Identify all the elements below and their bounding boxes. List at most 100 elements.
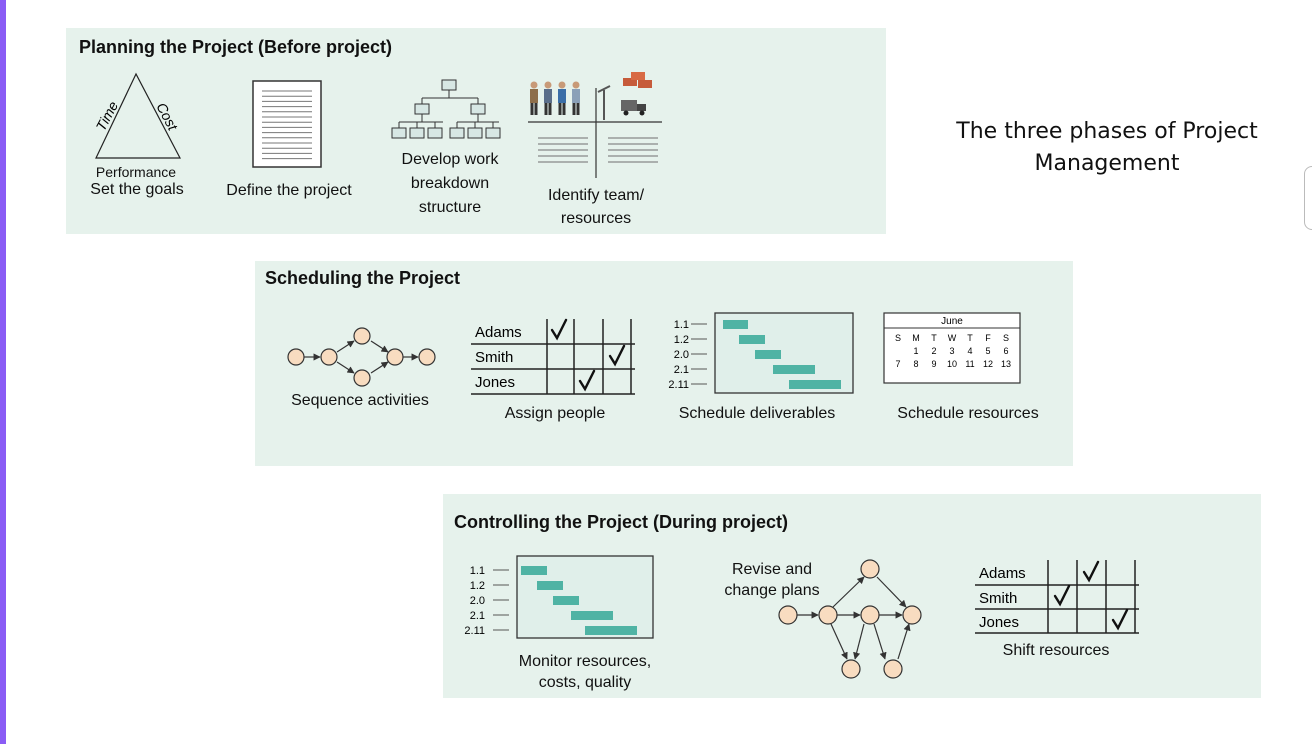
- scheduling-panel: Scheduling the Project: [255, 261, 1073, 466]
- gantt-label: 1.2: [674, 334, 689, 346]
- calendar-cell: W: [948, 333, 957, 343]
- person-icon: [530, 81, 538, 115]
- shift-grid: [975, 560, 1139, 634]
- gantt-label: 1.1: [674, 319, 689, 331]
- controlling-graphics: 1.1 1.2 2.0 2.1 2.11: [464, 555, 1139, 679]
- network-node: [860, 605, 880, 625]
- revise-caption: Revise and change plans: [724, 561, 820, 599]
- calendar-cell: 13: [1001, 359, 1011, 369]
- network-node: [353, 369, 371, 387]
- assign-caption: Assign people: [504, 405, 606, 422]
- network-node: [883, 659, 903, 679]
- deliverables-caption: Schedule deliverables: [678, 405, 836, 422]
- monitor-gantt: [493, 555, 654, 639]
- gantt-bar: [773, 365, 815, 374]
- assign-grid: [471, 319, 635, 395]
- network-node: [818, 605, 838, 625]
- calendar-cell: 7: [895, 359, 900, 369]
- network-node: [778, 605, 798, 625]
- gantt-bar: [521, 566, 547, 575]
- triangle-cost-label: Cost: [153, 100, 181, 134]
- gantt-bar: [553, 596, 579, 605]
- gantt-bar: [537, 581, 563, 590]
- gantt-bar: [571, 611, 613, 620]
- calendar-cell: S: [895, 333, 901, 343]
- calendar-cell: S: [1003, 333, 1009, 343]
- calendar-cell: 9: [931, 359, 936, 369]
- shift-name-smith: Smith: [979, 590, 1017, 607]
- assign-name-smith: Smith: [475, 349, 513, 366]
- gantt-bar: [789, 380, 841, 389]
- wbs-caption: Develop work breakdown structure: [401, 151, 499, 216]
- calendar-cell: M: [912, 333, 920, 343]
- calendar-cell: 6: [1003, 346, 1008, 356]
- controlling-title: Controlling the Project (During project): [454, 512, 788, 532]
- network-node: [386, 348, 404, 366]
- calendar-cell: F: [985, 333, 991, 343]
- goals-triangle: Time Cost: [93, 72, 662, 178]
- people-icon: [530, 81, 580, 115]
- gantt-bar: [585, 626, 637, 635]
- calendar-cell: 5: [985, 346, 990, 356]
- gantt-label: 2.11: [668, 379, 689, 391]
- monitor-caption: Monitor resources, costs, quality: [518, 653, 652, 691]
- gantt-bar: [739, 335, 765, 344]
- network-node: [841, 659, 861, 679]
- gantt-bar: [755, 350, 781, 359]
- calendar-cell: 12: [983, 359, 993, 369]
- define-project-caption: Define the project: [226, 182, 352, 199]
- calendar-cell: 10: [947, 359, 957, 369]
- document-icon: [252, 80, 322, 168]
- assign-name-jones: Jones: [475, 374, 515, 391]
- network-node: [860, 559, 880, 579]
- revise-network: [778, 559, 922, 679]
- network-node: [287, 348, 305, 366]
- activity-network: [287, 327, 436, 387]
- shift-name-adams: Adams: [979, 565, 1026, 582]
- shift-caption: Shift resources: [1002, 642, 1110, 659]
- tools-truck-icon: [597, 72, 652, 120]
- team-resources-icon: [528, 72, 662, 178]
- calendar-cell: 4: [967, 346, 972, 356]
- planning-title: Planning the Project (Before project): [79, 37, 393, 57]
- assign-name-adams: Adams: [475, 324, 522, 341]
- gantt-label: 2.0: [470, 595, 485, 607]
- calendar-cell: 11: [965, 359, 974, 369]
- side-title: The three phases of Project Management: [956, 119, 1258, 176]
- calendar-cell: T: [967, 333, 973, 343]
- check-marks: [1053, 560, 1129, 631]
- person-icon: [544, 81, 552, 115]
- calendar-cell: 8: [913, 359, 918, 369]
- edge-tab[interactable]: [1304, 166, 1312, 230]
- calendar-month: June: [941, 316, 963, 327]
- controlling-panel: Controlling the Project (During project)…: [443, 494, 1261, 698]
- calendar-cell: 2: [931, 346, 936, 356]
- resources-caption: Schedule resources: [897, 405, 1039, 422]
- gantt-label: 2.1: [470, 610, 485, 622]
- network-node: [353, 327, 371, 345]
- gantt-label: 2.11: [464, 625, 485, 637]
- network-node: [418, 348, 436, 366]
- check-marks: [550, 318, 626, 392]
- shift-name-jones: Jones: [979, 614, 1019, 631]
- triangle-time-label: Time: [93, 98, 122, 133]
- calendar-cell: 3: [949, 346, 954, 356]
- wbs-icon: [391, 79, 501, 139]
- person-icon: [558, 81, 566, 115]
- deliverables-gantt: [691, 312, 854, 394]
- sequence-caption: Sequence activities: [291, 392, 429, 409]
- scheduling-graphics: Adams Smith Jones 1.1 1.2 2.0 2.1 2.11 S…: [287, 312, 1021, 395]
- gantt-label: 1.1: [470, 565, 485, 577]
- person-icon: [572, 81, 580, 115]
- network-node: [320, 348, 338, 366]
- gantt-label: 2.1: [674, 364, 689, 376]
- set-goals-caption: Set the goals: [90, 181, 184, 198]
- scheduling-title: Scheduling the Project: [265, 268, 461, 288]
- triangle-shape: [95, 72, 181, 159]
- calendar-cell: 1: [913, 346, 918, 356]
- gantt-bar: [723, 320, 748, 329]
- triangle-performance-label: Performance: [95, 164, 177, 180]
- gantt-label: 2.0: [674, 349, 689, 361]
- gantt-label: 1.2: [470, 580, 485, 592]
